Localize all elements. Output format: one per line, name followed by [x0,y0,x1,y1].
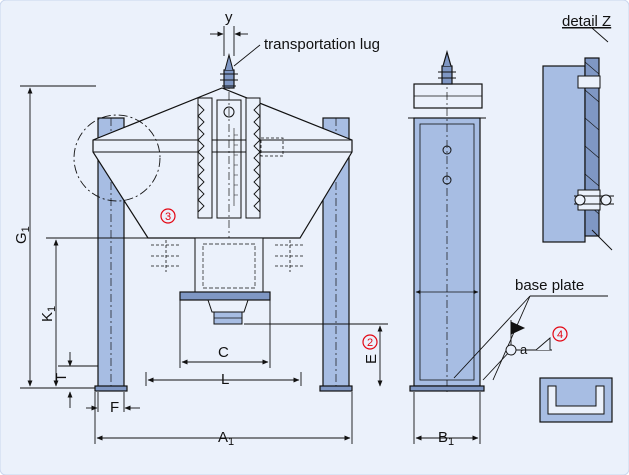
callout-4-number: 4 [557,329,563,341]
dim-g-label: G1 [13,226,32,244]
callout-2: 2 [362,334,378,350]
dim-a-subscript: 1 [228,436,234,448]
dim-g-subscript: 1 [20,226,32,232]
transport-lug [223,69,235,89]
dimension-lines [20,26,609,444]
front-view [73,53,353,392]
swing-circle [73,114,161,202]
callout-3: 3 [160,208,176,224]
side-foot [409,385,485,392]
detail-z-view [542,57,614,251]
dim-a-main: A [218,429,228,446]
dim-l-label: L [221,371,229,388]
dim-k-subscript: 1 [46,306,58,312]
callout-4: 4 [552,326,568,342]
dim-y-label: y [225,9,233,26]
dim-e-label: E [363,354,380,364]
dim-g-main: G [13,232,30,244]
dim-k-main: K [39,312,56,322]
detail-column [542,65,586,243]
discharge-outlet [194,237,264,293]
dim-b-main: B [438,429,448,446]
base-plate-label: base plate [515,277,584,294]
dim-b-subscript: 1 [448,436,454,448]
callouts: 3 2 4 [160,208,568,350]
text-labels: transportation lug detail Z base plate a… [13,9,611,448]
callout-3-number: 3 [165,211,171,223]
base-plate-profile [539,377,613,423]
transport-lug-label: transportation lug [264,36,380,53]
dim-a-label: A1 [218,429,234,448]
right-foot [319,385,353,392]
dim-k-label: K1 [39,306,58,322]
left-shaker [197,97,213,219]
outlet-flange [179,291,271,301]
dim-f-label: F [110,399,119,416]
callout-2-number: 2 [367,337,373,349]
dim-t-label: T [53,373,70,382]
side-view [408,49,486,392]
dim-b-label: B1 [438,429,454,448]
left-foot [94,385,128,392]
right-shaker [245,97,261,219]
weld-throat-label: a [520,342,528,357]
detail-z-label: detail Z [562,13,611,30]
hopper-body [92,87,353,239]
dim-c-label: C [218,344,229,361]
